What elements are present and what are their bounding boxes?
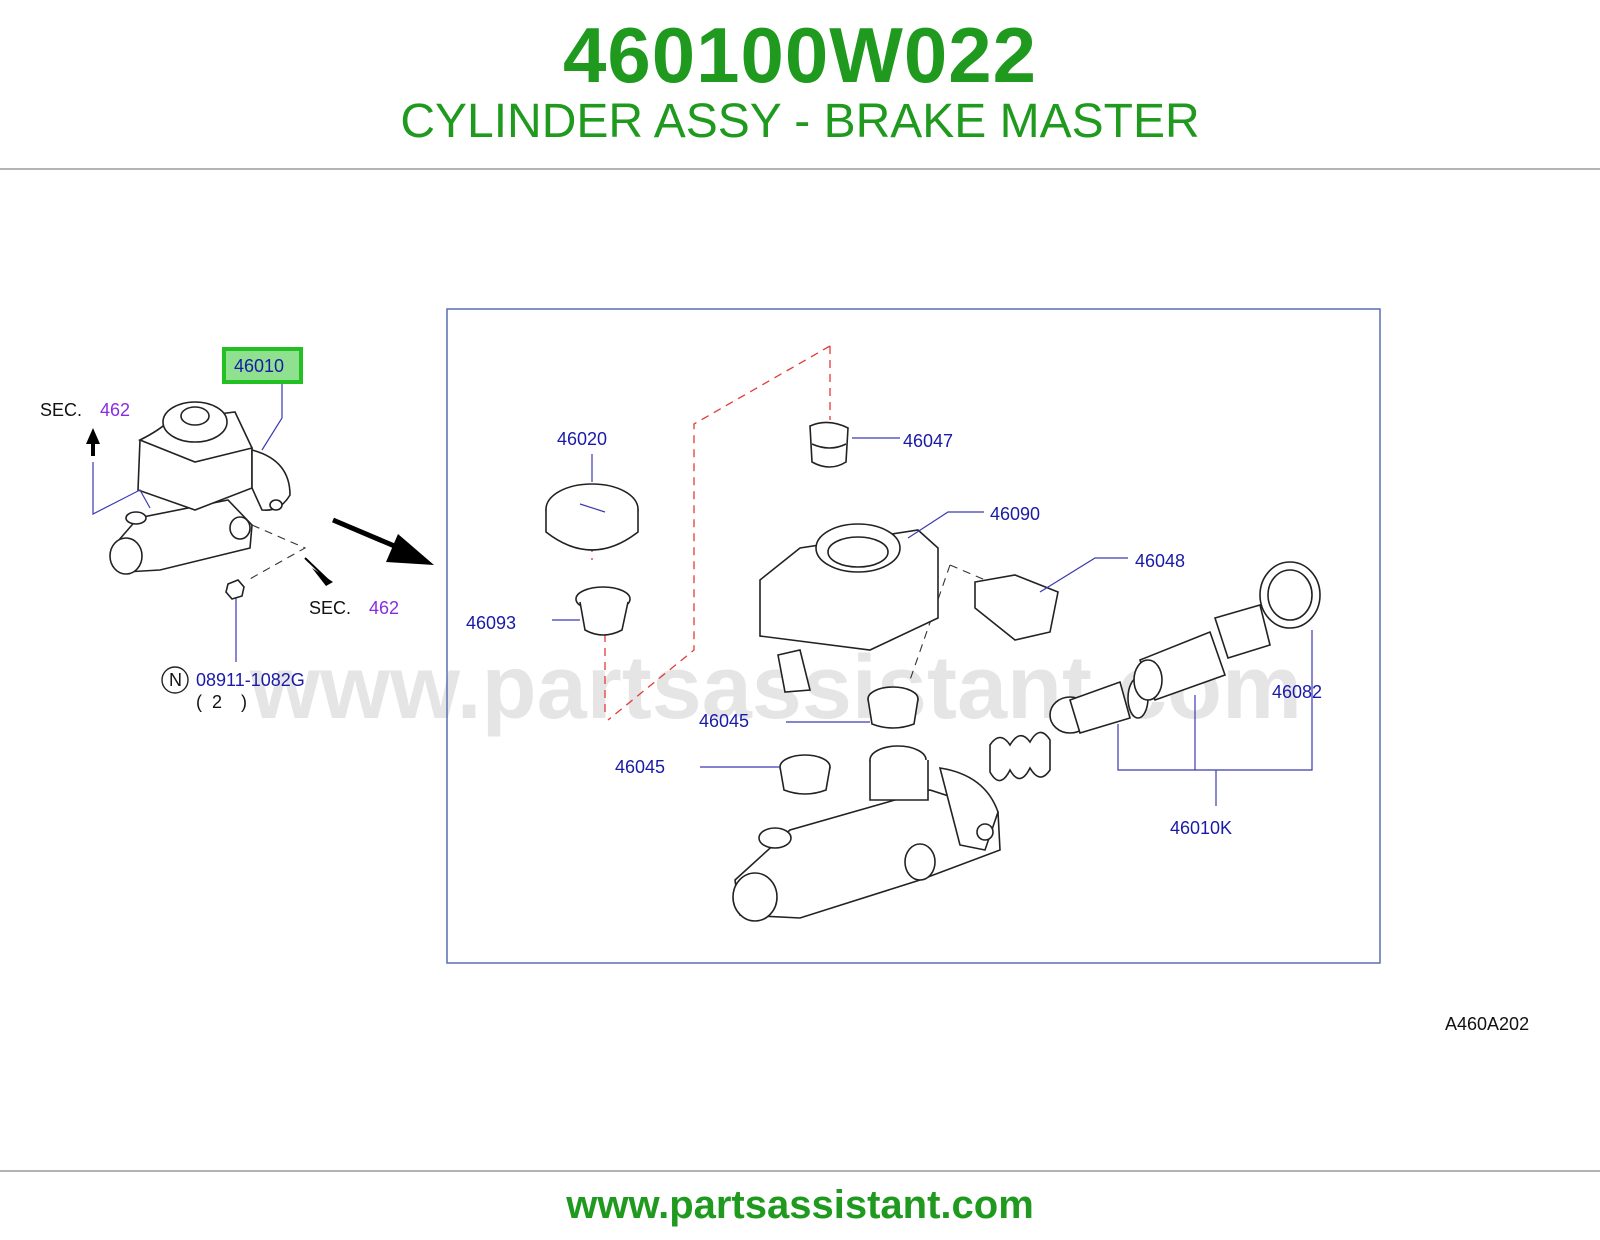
part-cylinder-body[interactable] xyxy=(732,745,1001,922)
part-46090-reservoir[interactable] xyxy=(759,523,939,693)
nut-part[interactable] xyxy=(225,579,245,600)
sec-label-1: SEC. xyxy=(40,400,82,420)
watermark-text: www.partsassistant.com xyxy=(249,638,1302,738)
down-right-arrow-icon xyxy=(312,568,333,586)
callout-46047[interactable]: 46047 xyxy=(903,431,953,451)
parts-diagram: www.partsassistant.com 46010 SEC. 462 SE… xyxy=(40,308,1529,1034)
part-46093-strainer[interactable] xyxy=(575,586,631,636)
callout-46090[interactable]: 46090 xyxy=(990,504,1040,524)
callout-46010[interactable]: 46010 xyxy=(234,356,284,376)
callout-46082[interactable]: 46082 xyxy=(1272,682,1322,702)
part-46010k-kit[interactable] xyxy=(989,561,1321,782)
callout-08911-1082g[interactable]: 08911-1082G xyxy=(196,670,305,690)
part-46048-switch[interactable] xyxy=(974,574,1059,641)
part-number-heading: 460100W022 xyxy=(562,11,1038,99)
part-46047-grommet[interactable] xyxy=(809,421,849,468)
callout-46048[interactable]: 46048 xyxy=(1135,551,1185,571)
diagram-code: A460A202 xyxy=(1445,1014,1529,1034)
callout-46045-upper[interactable]: 46045 xyxy=(699,711,749,731)
callout-46045-lower[interactable]: 46045 xyxy=(615,757,665,777)
sec-label-2: SEC. xyxy=(309,598,351,618)
exploded-view-frame xyxy=(446,308,1381,964)
footer-url-link[interactable]: www.partsassistant.com xyxy=(566,1183,1034,1227)
n-marker-text: N xyxy=(169,670,182,690)
callout-46010k[interactable]: 46010K xyxy=(1170,818,1232,838)
sec-value-1[interactable]: 462 xyxy=(100,400,130,420)
assembled-master-cylinder[interactable] xyxy=(109,401,291,575)
qty-close-paren: ) xyxy=(241,692,247,712)
header-divider xyxy=(0,168,1600,170)
footer-divider xyxy=(0,1170,1600,1172)
part-title-heading: CYLINDER ASSY - BRAKE MASTER xyxy=(400,95,1200,148)
callout-46020[interactable]: 46020 xyxy=(557,429,607,449)
callout-highlight-box[interactable] xyxy=(222,347,303,384)
up-arrow-icon xyxy=(86,428,100,456)
sec-value-2[interactable]: 462 xyxy=(369,598,399,618)
callout-46093[interactable]: 46093 xyxy=(466,613,516,633)
page-header: 460100W022 CYLINDER ASSY - BRAKE MASTER xyxy=(0,0,1600,168)
n-marker-icon xyxy=(161,666,189,694)
part-46020-cap[interactable] xyxy=(545,483,639,551)
qty-value: 2 xyxy=(212,692,222,712)
qty-open-paren: ( xyxy=(196,692,202,712)
